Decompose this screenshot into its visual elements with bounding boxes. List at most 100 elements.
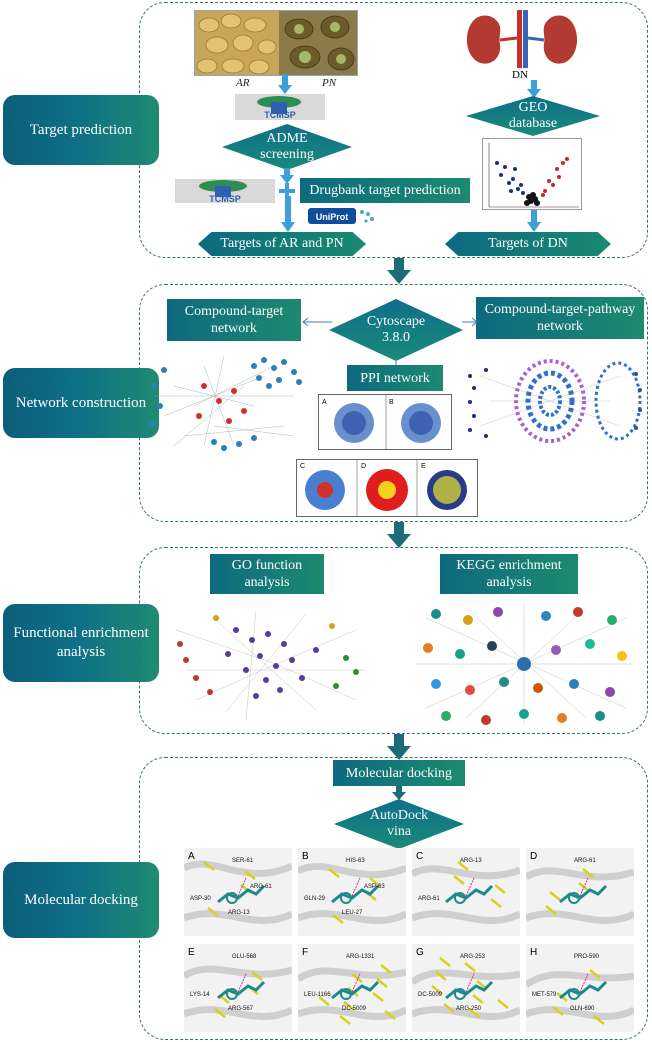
residue-stick	[545, 905, 557, 915]
residue-stick	[332, 914, 344, 924]
ligand-ring	[454, 892, 466, 904]
compound-target-network-graph	[149, 355, 302, 451]
residue-stick	[203, 861, 215, 871]
ppi-label-d: D	[361, 463, 366, 470]
adme-text: ADME screening	[260, 131, 314, 162]
stage-text: Target prediction	[29, 121, 133, 138]
residue-stick	[372, 992, 384, 1002]
ppi-panel-cde: C D E	[296, 459, 478, 517]
arrow-docking-to-autodock	[392, 786, 406, 800]
hydrogen-bond	[465, 877, 475, 897]
residue-stick	[431, 985, 443, 995]
panel-network-construction	[139, 284, 648, 522]
kidney-art	[466, 10, 578, 68]
stage-label-network-construction: Network construction	[3, 368, 159, 438]
molecular-docking-box: Molecular docking	[333, 760, 465, 786]
residue-label: DC-5009	[418, 992, 443, 998]
residue-label: ARG-250	[456, 1006, 482, 1012]
arrow-panel1-to-panel2	[387, 258, 411, 284]
docking-panel-label: E	[188, 947, 195, 958]
residue-label: ARG-567	[228, 1006, 254, 1012]
ligand-molecule	[559, 884, 608, 904]
arrow-panel2-to-panel3	[387, 522, 411, 548]
stage-label-functional-enrichment: Functional enrichment analysis	[3, 604, 159, 682]
ppi-network-box: PPI network	[347, 365, 443, 391]
panel-functional-enrichment	[139, 547, 648, 734]
volcano-plot-art	[488, 143, 579, 208]
targets-ar-pn-node: Targets of AR and PN	[198, 232, 366, 256]
uniprot-logo-art: UniProt	[308, 208, 374, 224]
residue-stick	[328, 868, 340, 878]
docking-panel-label: F	[302, 947, 308, 958]
ligand-ring	[226, 892, 238, 904]
residue-label: ARG-253	[460, 954, 486, 960]
targets-dn-node: Targets of DN	[445, 232, 611, 256]
drugbank-text: Drugbank target prediction	[309, 183, 461, 198]
kegg-enrichment-box: KEGG enrichment analysis	[440, 554, 578, 594]
docking-panel-label: G	[416, 947, 424, 958]
residue-stick	[552, 1006, 564, 1016]
residue-label: ASP-63	[364, 884, 385, 890]
drugbank-box: Drugbank target prediction	[300, 178, 470, 203]
ppi-panel-ab: A B	[318, 394, 452, 450]
hydrogen-bond	[465, 973, 475, 993]
panel-target-prediction	[139, 2, 648, 258]
go-function-box: GO function analysis	[210, 554, 324, 594]
kegg-enrichment-graph	[416, 604, 632, 725]
uniprot-logo: UniProt	[308, 206, 376, 226]
compound-target-text: Compound-target network	[184, 304, 284, 336]
residue-label: PRO-590	[574, 954, 600, 960]
protein-ribbon	[526, 971, 634, 1021]
arrow-to-targets-dn	[527, 210, 541, 232]
panel-molecular-docking	[139, 757, 648, 1040]
ligand-molecule	[217, 980, 266, 1000]
ppi-label-a: A	[322, 399, 327, 406]
docking-panel-label: A	[188, 851, 195, 862]
tcmsp-logo-art-2: TCMSP	[199, 180, 247, 203]
stage-label-molecular-docking: Molecular docking	[3, 862, 159, 938]
residue-stick	[497, 999, 509, 1009]
ligand-molecule	[445, 980, 494, 1000]
ligand-ring	[454, 988, 466, 1000]
plus-icon	[279, 183, 295, 199]
residue-label: HIS-63	[346, 858, 365, 864]
ligand-ring	[340, 892, 352, 904]
tcmsp-logo-text: TCMSP	[264, 110, 296, 120]
hydrogen-bond	[351, 973, 361, 993]
residue-stick	[494, 884, 506, 894]
arrow-to-targets-ar-pn	[281, 196, 295, 232]
ppi-panel-ab-art: A B	[322, 395, 441, 449]
residue-stick	[472, 994, 484, 1004]
residue-stick	[351, 973, 363, 983]
herb-label-pn: PN	[322, 77, 337, 89]
uniprot-logo-text: UniProt	[316, 212, 349, 222]
residue-stick	[339, 1015, 351, 1025]
ligand-ring	[568, 988, 580, 1000]
residue-stick	[464, 962, 476, 972]
stage-text: Molecular docking	[24, 891, 138, 908]
molecular-docking-text: Molecular docking	[345, 765, 453, 781]
residue-stick	[207, 907, 219, 917]
residue-label: ARG-61	[418, 896, 440, 902]
residue-label: GLN-29	[304, 896, 326, 902]
residue-stick	[318, 996, 330, 1006]
herb-photo-art	[195, 11, 357, 75]
residue-label: MET-579	[532, 992, 557, 998]
kidney-image	[462, 10, 582, 68]
herb-photo	[194, 10, 358, 76]
residue-label: ARG-61	[574, 858, 596, 864]
ligand-ring	[568, 892, 580, 904]
go-function-graph	[175, 609, 366, 721]
residue-stick	[439, 957, 451, 967]
compound-target-pathway-box: Compound-target-pathway network	[476, 297, 644, 339]
arrow-dn-to-geo	[527, 80, 541, 98]
cytoscape-text: Cytoscape 3.8.0	[366, 314, 426, 345]
compound-target-pathway-graph	[468, 359, 642, 443]
residue-stick	[589, 969, 601, 979]
residue-stick	[380, 964, 392, 974]
